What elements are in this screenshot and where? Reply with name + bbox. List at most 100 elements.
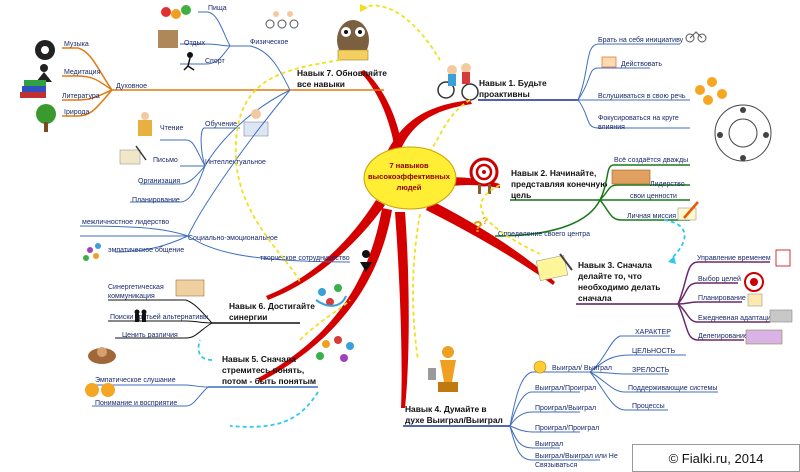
h7-social-interpersonal-leadership[interactable]: межличностное лидерство bbox=[82, 219, 169, 226]
habit-4-title-line-2[interactable]: духе Выиграл/Выиграл bbox=[405, 415, 503, 425]
target-arrows-icon bbox=[744, 272, 764, 292]
h2-item-leadership[interactable]: Лидерство bbox=[650, 181, 685, 188]
h6-item-synergetic-line-1[interactable]: Синергетическая bbox=[108, 284, 164, 291]
habit-2-connectors bbox=[494, 164, 690, 237]
h2-item-values[interactable]: свои ценности bbox=[630, 193, 677, 200]
habit-4-title-line-1[interactable]: Навык 4. Думайте в bbox=[405, 404, 487, 414]
h7-spiritual-music[interactable]: Музыка bbox=[64, 41, 89, 48]
h5-item-understanding[interactable]: Понимание и восприятие bbox=[95, 400, 177, 407]
h7-intel-planning[interactable]: Планирование bbox=[132, 197, 180, 204]
h3-item-daily-adaptation[interactable]: Ежедневная адаптация bbox=[698, 315, 775, 322]
arrowhead-blue-right bbox=[668, 256, 676, 264]
h7-intel-learning[interactable]: Обучение bbox=[205, 120, 237, 128]
heads-together-icon bbox=[85, 383, 115, 397]
meditation-icon bbox=[36, 64, 52, 82]
copyright-watermark: © Fialki.ru, 2014 bbox=[632, 444, 800, 472]
h4-sub-processes[interactable]: Процессы bbox=[632, 403, 665, 410]
question-marks-icon: ? ? bbox=[473, 216, 488, 236]
main-branches bbox=[258, 70, 555, 408]
h4-item-win-win[interactable]: Выиграл/ Выиграл bbox=[552, 365, 612, 372]
h1-item-listen-speech[interactable]: Вслушиваться в свою речь bbox=[598, 93, 686, 100]
cyclists-icon bbox=[437, 63, 479, 101]
habit-3-title-line-3[interactable]: необходимо делать bbox=[578, 282, 660, 292]
h7-intel-connectors bbox=[130, 89, 291, 203]
h4-sub-character[interactable]: ХАРАКТЕР bbox=[635, 329, 671, 336]
habit-7-title-line-1[interactable]: Навык 7. Обновляйте bbox=[297, 68, 387, 78]
h6-item-value-differences[interactable]: Ценить различия bbox=[122, 332, 178, 339]
habit-5-title-line-2[interactable]: стремитесь понять, bbox=[222, 365, 304, 375]
habit-5-connectors bbox=[92, 384, 209, 407]
h7-social-creative-cooperation[interactable]: творческое сотрудничество bbox=[260, 255, 350, 262]
habit-2-title-line-1[interactable]: Навык 2. Начинайте, bbox=[511, 168, 596, 178]
books-icon bbox=[20, 80, 46, 98]
habit-6-group: Навык 6. Достигайте синергии Синергетиче… bbox=[108, 279, 347, 339]
h7-spiritual-label[interactable]: Духовное bbox=[116, 83, 147, 90]
habit-3-title-line-1[interactable]: Навык 3. Сначала bbox=[578, 260, 652, 270]
h4-item-win[interactable]: Выиграл bbox=[535, 441, 563, 448]
h4-item-lose-win[interactable]: Проиграл/Выиграл bbox=[535, 405, 596, 412]
quill-letter-icon bbox=[119, 145, 147, 165]
h7-intel-reading[interactable]: Чтение bbox=[160, 125, 183, 132]
center-node[interactable]: 7 навыков высокоэффективных людей bbox=[363, 146, 457, 210]
habit-5-title-line-3[interactable]: потом - быть понятым bbox=[222, 376, 316, 386]
habit-5-title-line-1[interactable]: Навык 5. Сначала bbox=[222, 354, 296, 364]
handshake-icon bbox=[360, 250, 372, 272]
h7-intel-writing[interactable]: Письмо bbox=[153, 157, 178, 164]
smile-icon bbox=[533, 360, 547, 374]
habit-1-title-line-1[interactable]: Навык 1. Будьте bbox=[479, 78, 547, 88]
habit-2-title-line-3[interactable]: цель bbox=[511, 190, 531, 200]
habit-1-group: Навык 1. Будьте проактивны Брать на себя… bbox=[437, 31, 772, 162]
h7-physical-sport[interactable]: Спорт bbox=[205, 58, 225, 65]
notepad-icon bbox=[535, 253, 573, 282]
h4-item-win-lose[interactable]: Выиграл/Проиграл bbox=[535, 385, 596, 392]
h4-item-win-win-no-deal-line-2[interactable]: Связываться bbox=[535, 462, 577, 469]
h4-sub-maturity[interactable]: ЗРЕЛОСТЬ bbox=[632, 367, 670, 374]
workers-icon bbox=[769, 309, 793, 323]
h3-item-planning[interactable]: Планирование bbox=[698, 295, 746, 302]
h7-physical-food[interactable]: Пища bbox=[208, 5, 227, 12]
habit-2-title-line-2[interactable]: представляя конечную bbox=[511, 179, 607, 189]
family-bikes-icon bbox=[265, 11, 299, 29]
h1-item-take-initiative[interactable]: Брать на себя инициативу bbox=[598, 36, 684, 44]
branch-habit-3 bbox=[426, 200, 555, 285]
habit-6-title-line-2[interactable]: синергии bbox=[229, 312, 267, 322]
h3-item-delegation[interactable]: Делегирование bbox=[698, 333, 748, 340]
branch-habit-4 bbox=[395, 212, 409, 408]
h7-physical-rest[interactable]: Отдых bbox=[184, 40, 206, 47]
h3-item-time-management[interactable]: Управление временем bbox=[697, 255, 771, 262]
h7-physical-label[interactable]: Физическое bbox=[250, 39, 288, 46]
habit-3-connectors bbox=[677, 261, 770, 341]
habit-7-group: Навык 7. Обновляйте все навыки Пища Отды… bbox=[20, 5, 387, 272]
habit-7-title-line-2[interactable]: все навыки bbox=[297, 79, 345, 89]
h4-item-lose-lose[interactable]: Проиграл/Проиграл bbox=[535, 425, 599, 432]
h7-spiritual-literature[interactable]: Литература bbox=[62, 93, 100, 100]
footprints-icon bbox=[601, 56, 617, 68]
h2-item-created-twice[interactable]: Всё создаётся дважды bbox=[614, 157, 688, 164]
reader-icon bbox=[138, 112, 152, 136]
h2-item-define-center[interactable]: Определение своего центра bbox=[498, 231, 590, 238]
habit-6-title-line-1[interactable]: Навык 6. Достигайте bbox=[229, 301, 315, 311]
h6-item-third-alternative[interactable]: Поиски третьей альтернативы bbox=[110, 313, 208, 321]
h4-sub-support-systems[interactable]: Поддерживающие системы bbox=[628, 385, 717, 392]
h1-item-act[interactable]: Действовать bbox=[621, 60, 662, 68]
h7-spiritual-meditation[interactable]: Медитация bbox=[64, 69, 101, 76]
h4-sub-integrity[interactable]: ЦЕЛЬНОСТЬ bbox=[632, 348, 676, 355]
habit-1-title-line-2[interactable]: проактивны bbox=[479, 89, 530, 99]
h1-item-focus-circle-line-1[interactable]: Фокусироваться на круге bbox=[598, 115, 679, 122]
h4-item-win-win-no-deal-line-1[interactable]: Выиграл/Выиграл или Не bbox=[535, 453, 618, 460]
habit-3-title-line-4[interactable]: сначала bbox=[578, 293, 612, 303]
center-ellipse[interactable] bbox=[363, 146, 457, 210]
h7-social-empathic-communication[interactable]: эмпатическое общение bbox=[108, 246, 184, 254]
habit-3-title-line-2[interactable]: делайте то, что bbox=[578, 271, 642, 281]
h5-item-empathic-listening[interactable]: Эмпатическое слушание bbox=[95, 377, 176, 384]
h7-spiritual-connectors bbox=[62, 47, 290, 117]
arrowhead-top bbox=[360, 4, 368, 12]
h7-spiritual-nature[interactable]: Ірирода bbox=[64, 109, 89, 116]
h1-item-focus-circle-line-2[interactable]: влияния bbox=[598, 124, 625, 131]
h3-item-choose-goals[interactable]: Выбор целей bbox=[698, 275, 741, 283]
h6-item-synergetic-line-2[interactable]: коммуникация bbox=[108, 293, 155, 300]
bicycle-icon bbox=[685, 31, 707, 43]
h7-social-label[interactable]: Социально-эмоциональное bbox=[188, 235, 278, 242]
h2-item-personal-mission[interactable]: Личная миссия bbox=[627, 213, 676, 220]
h7-intel-organization[interactable]: Организация bbox=[138, 178, 180, 185]
